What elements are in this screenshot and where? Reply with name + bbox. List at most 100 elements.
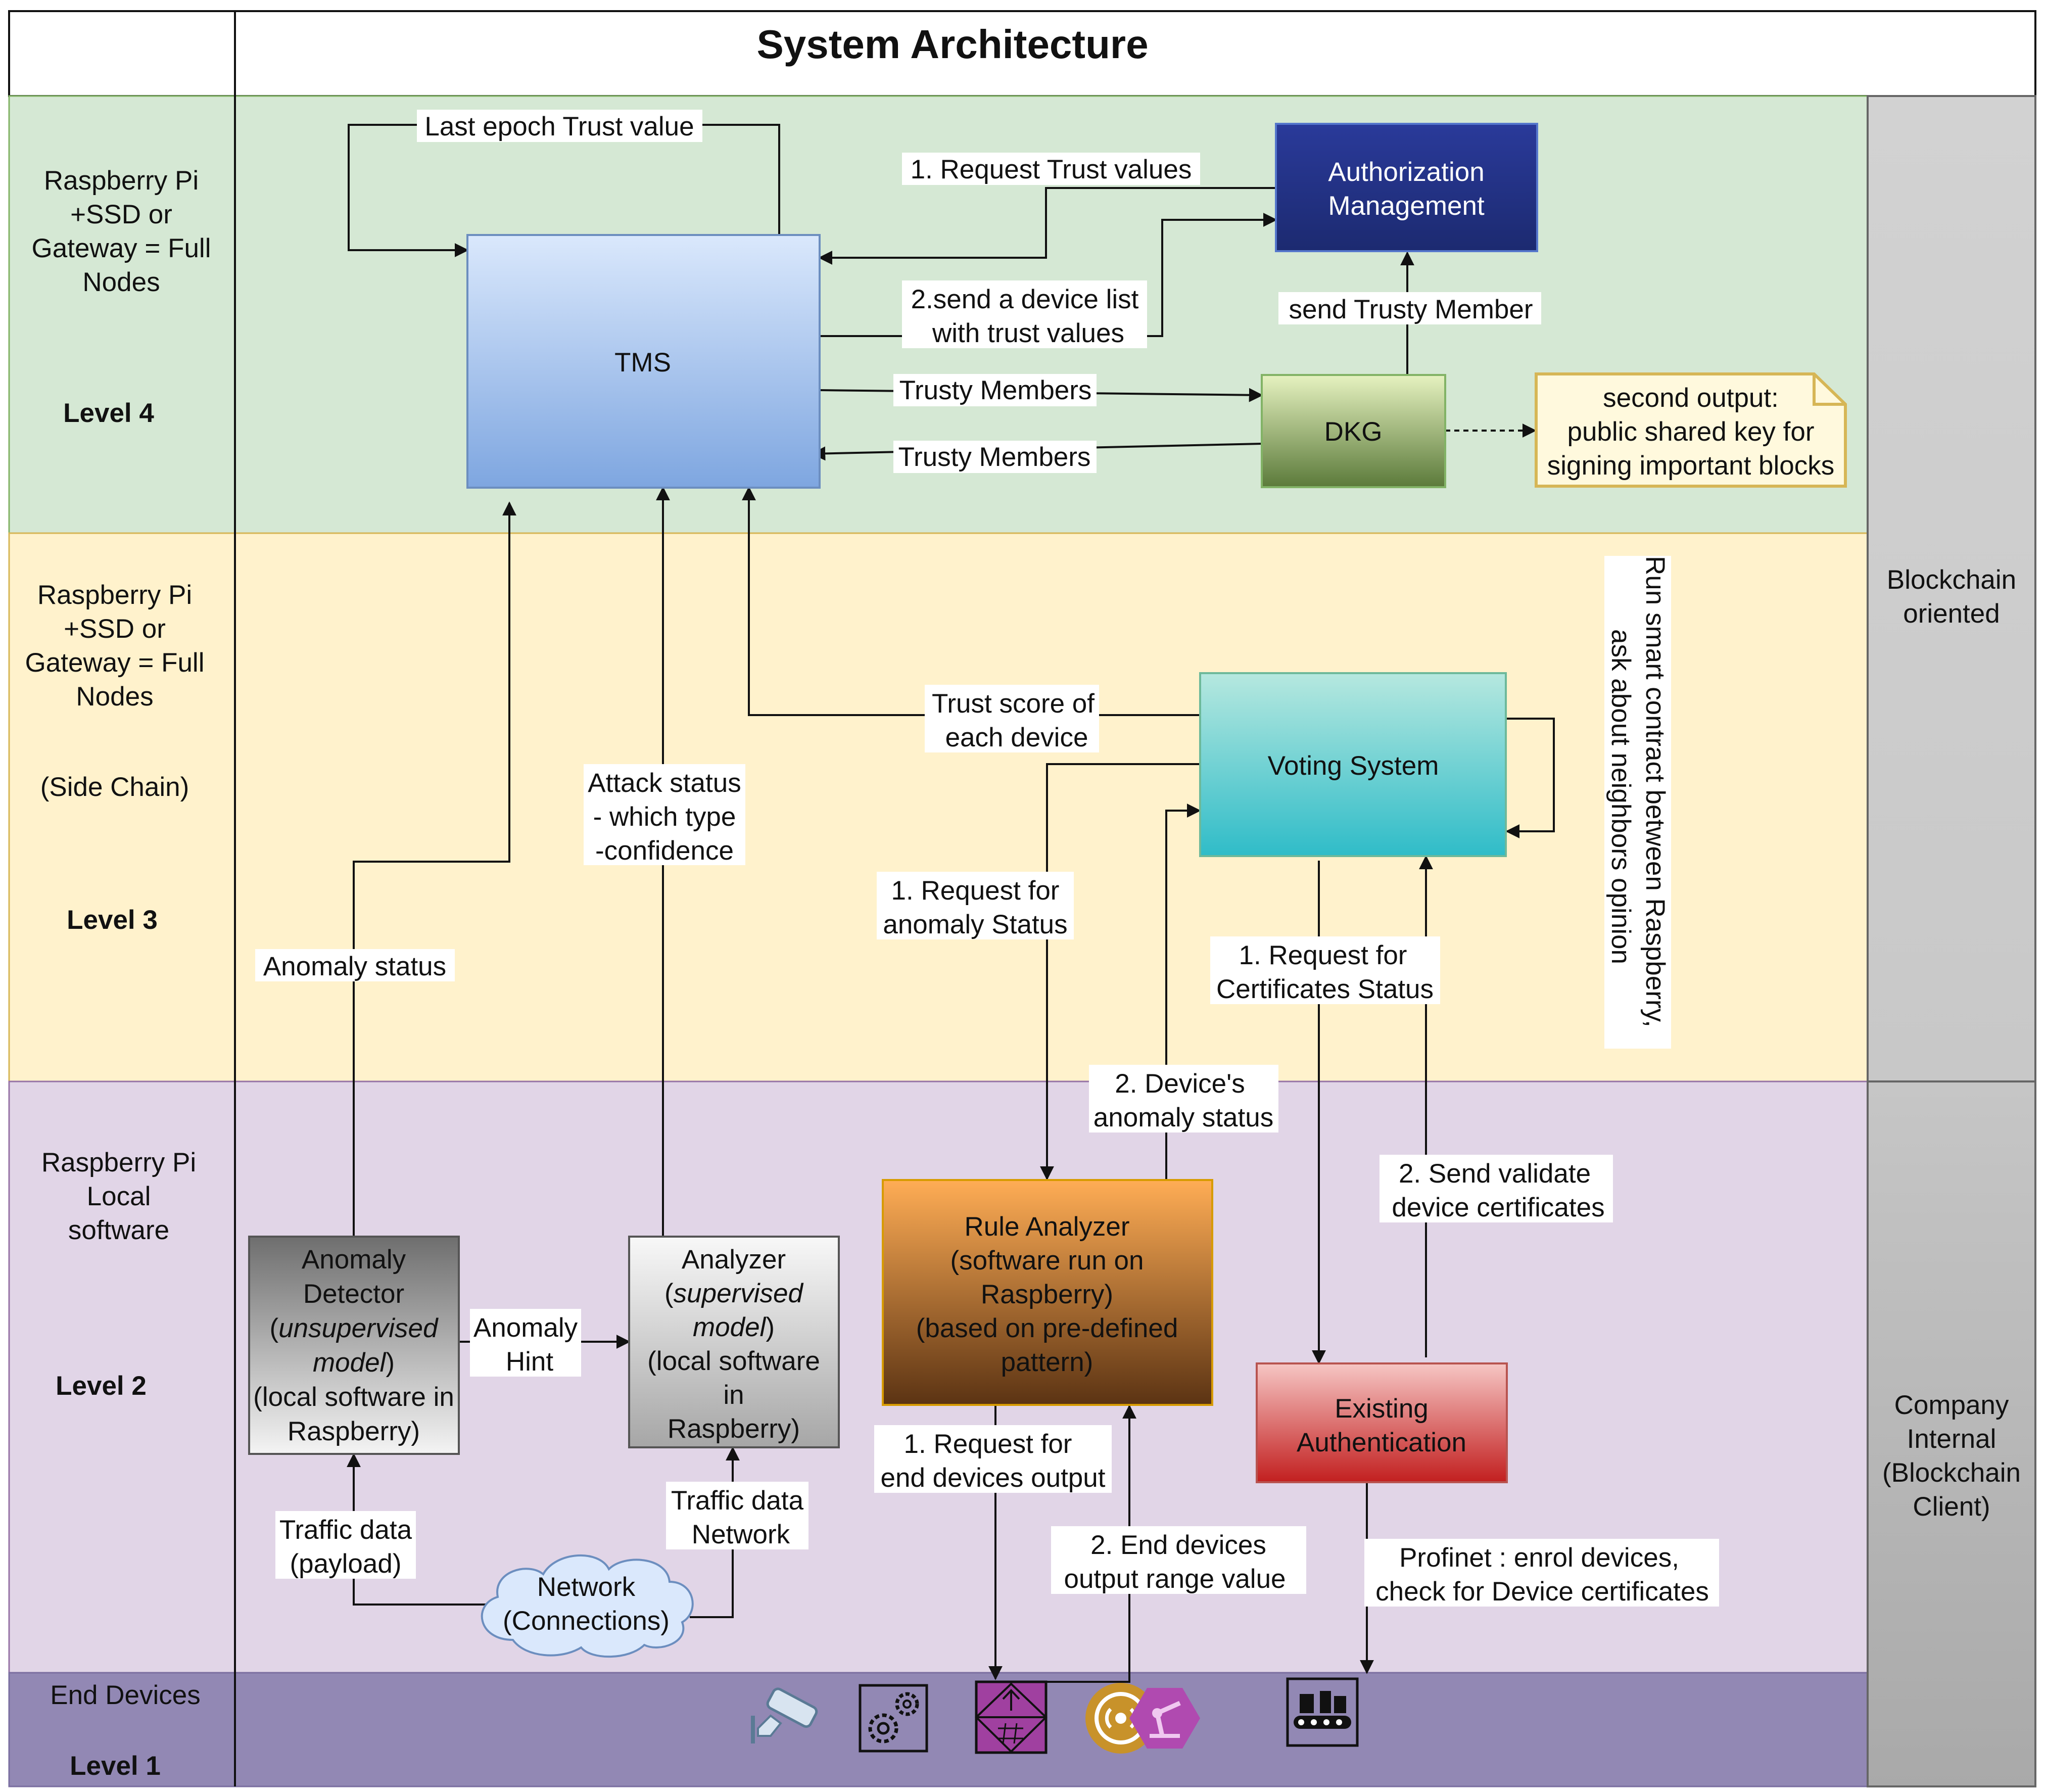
svg-text:Anomaly: Anomaly [302, 1245, 406, 1275]
edge-label-traffic-payload: Traffic data (payload) [275, 1511, 416, 1579]
svg-text:Trusty Members: Trusty Members [899, 375, 1092, 405]
edge-label-anomaly-hint: Anomaly Hint [470, 1309, 581, 1377]
svg-text:(based on pre-defined: (based on pre-defined [916, 1313, 1178, 1343]
level1-label: End Devices Level 1 [50, 1680, 201, 1781]
svg-text:Anomaly: Anomaly [473, 1313, 578, 1343]
svg-text:Gateway = Full: Gateway = Full [25, 648, 205, 678]
svg-text:second output:: second output: [1603, 383, 1779, 413]
svg-text:Run smart contract between Ras: Run smart contract between Raspberry, [1640, 556, 1670, 1027]
blockchain-oriented-label: Blockchain oriented [1887, 565, 2016, 629]
company-internal-label: Company Internal (Blockchain Client) [1882, 1390, 2021, 1522]
svg-text:Raspberry): Raspberry) [981, 1280, 1113, 1309]
edge-label-send-validate: 2. Send validate device certificates [1380, 1155, 1613, 1222]
svg-text:Authorization: Authorization [1328, 157, 1484, 187]
edge-label-trusty-members-in: Trusty Members [893, 441, 1097, 473]
svg-text:end devices output: end devices output [881, 1463, 1106, 1493]
svg-text:check for Device certificates: check for Device certificates [1375, 1577, 1709, 1607]
level1-band [8, 1672, 1869, 1787]
existing-authentication-node[interactable]: Existing Authentication [1256, 1362, 1508, 1483]
svg-text:Anomaly status: Anomaly status [263, 952, 446, 981]
camera-icon [751, 1687, 818, 1743]
svg-text:Raspberry): Raspberry) [288, 1417, 420, 1446]
edge-label-send-list: 2.send a device list with trust values [902, 280, 1147, 348]
svg-text:Local: Local [87, 1182, 151, 1211]
svg-text:(payload): (payload) [290, 1549, 402, 1579]
svg-text:Raspberry): Raspberry) [668, 1414, 800, 1444]
svg-text:2. End devices: 2. End devices [1090, 1530, 1266, 1560]
rule-analyzer-node[interactable]: Rule Analyzer (software run on Raspberry… [882, 1179, 1213, 1406]
svg-text:send Trusty Member: send Trusty Member [1289, 295, 1533, 324]
level2-label: Raspberry Pi Local software Level 2 [41, 1148, 196, 1401]
edge-label-request-certificates: 1. Request for Certificates Status [1210, 936, 1440, 1004]
svg-text:signing important blocks: signing important blocks [1547, 451, 1835, 481]
conveyor-icon [1286, 1677, 1359, 1747]
wireless-sensor-icon [1085, 1683, 1156, 1754]
svg-text:Internal: Internal [1907, 1424, 1996, 1454]
level3-label: Raspberry Pi +SSD or Gateway = Full Node… [25, 580, 205, 935]
edge-label-trust-score: Trust score of each device [925, 685, 1099, 752]
second-output-note: second output: public shared key for sig… [1535, 372, 1847, 488]
svg-text:Nodes: Nodes [82, 267, 160, 297]
edge-label-smart-contract: Run smart contract between Raspberry, as… [1604, 556, 1671, 1049]
svg-text:Existing: Existing [1335, 1394, 1429, 1424]
svg-text:(Side Chain): (Side Chain) [40, 772, 189, 802]
svg-text:public shared key for: public shared key for [1567, 417, 1814, 447]
svg-text:(unsupervised: (unsupervised [270, 1313, 439, 1343]
svg-text:anomaly Status: anomaly Status [883, 910, 1067, 939]
edge-label-traffic-network: Traffic data Network [666, 1482, 809, 1549]
svg-text:1. Request for: 1. Request for [1239, 940, 1407, 970]
edge-label-request-end-devices: 1. Request for end devices output [874, 1425, 1112, 1493]
svg-text:Management: Management [1328, 191, 1485, 221]
svg-text:Trusty Members: Trusty Members [898, 442, 1091, 472]
svg-text:Gateway = Full: Gateway = Full [32, 233, 211, 263]
svg-text:ask about neighbors opinion: ask about neighbors opinion [1606, 629, 1636, 964]
title-bar: System Architecture [8, 10, 2036, 97]
svg-text:pattern): pattern) [1001, 1347, 1093, 1377]
svg-text:1. Request for: 1. Request for [904, 1429, 1072, 1459]
network-cloud[interactable]: Network (Connections) [481, 1554, 694, 1658]
svg-text:Detector: Detector [303, 1279, 404, 1309]
dkg-node[interactable]: DKG [1261, 374, 1446, 488]
svg-text:device certificates: device certificates [1392, 1193, 1604, 1222]
svg-text:Last epoch Trust value: Last epoch Trust value [424, 112, 694, 142]
page-title: System Architecture [756, 22, 1148, 67]
svg-text:Blockchain: Blockchain [1887, 565, 2016, 595]
svg-text:model): model) [693, 1312, 775, 1342]
plc-module-icon [975, 1680, 1048, 1754]
svg-text:Level 4: Level 4 [63, 398, 154, 428]
svg-text:+SSD or: +SSD or [64, 614, 166, 644]
svg-text:Raspberry Pi: Raspberry Pi [37, 580, 192, 610]
svg-text:Profinet : enrol devices,: Profinet : enrol devices, [1399, 1543, 1679, 1573]
svg-text:Rule Analyzer: Rule Analyzer [964, 1212, 1129, 1242]
gears-icon [859, 1684, 928, 1753]
voting-system-node[interactable]: Voting System [1199, 672, 1507, 857]
svg-text:oriented: oriented [1903, 599, 2000, 629]
svg-text:(software run on: (software run on [950, 1246, 1144, 1276]
svg-text:(Connections): (Connections) [503, 1606, 670, 1636]
svg-text:Trust score of: Trust score of [932, 689, 1095, 719]
edge-label-send-trusty: send Trusty Member [1278, 292, 1541, 324]
svg-text:with trust values: with trust values [932, 318, 1124, 348]
edge-label-trusty-members-out: Trusty Members [893, 374, 1097, 406]
svg-text:Authentication: Authentication [1297, 1428, 1466, 1457]
authorization-management-node[interactable]: Authorization Management [1275, 123, 1538, 252]
edge-label-request-anomaly: 1. Request for anomaly Status [877, 872, 1074, 939]
svg-text:2. Send validate: 2. Send validate [1399, 1159, 1591, 1189]
svg-text:output range value: output range value [1064, 1564, 1286, 1594]
svg-text:Network: Network [537, 1572, 636, 1602]
edge-label-attack-status: Attack status - which type -confidence [584, 764, 745, 866]
robot-arm-icon [1129, 1688, 1200, 1749]
edge-label-anomaly-status: Anomaly status [255, 949, 455, 981]
svg-text:2.send a device list: 2.send a device list [911, 285, 1139, 314]
anomaly-detector-node[interactable]: Anomaly Detector (unsupervised model) (l… [248, 1236, 460, 1455]
analyzer-node[interactable]: Analyzer (supervised model) (local softw… [628, 1236, 840, 1448]
level3-band [8, 532, 1869, 1082]
svg-text:in: in [723, 1380, 744, 1410]
svg-text:Company: Company [1894, 1390, 2009, 1420]
tms-node[interactable]: TMS [466, 234, 821, 489]
svg-text:Level 3: Level 3 [67, 905, 158, 935]
svg-text:Raspberry Pi: Raspberry Pi [41, 1148, 196, 1177]
svg-text:Attack status: Attack status [588, 768, 741, 798]
svg-text:+SSD or: +SSD or [70, 200, 172, 229]
